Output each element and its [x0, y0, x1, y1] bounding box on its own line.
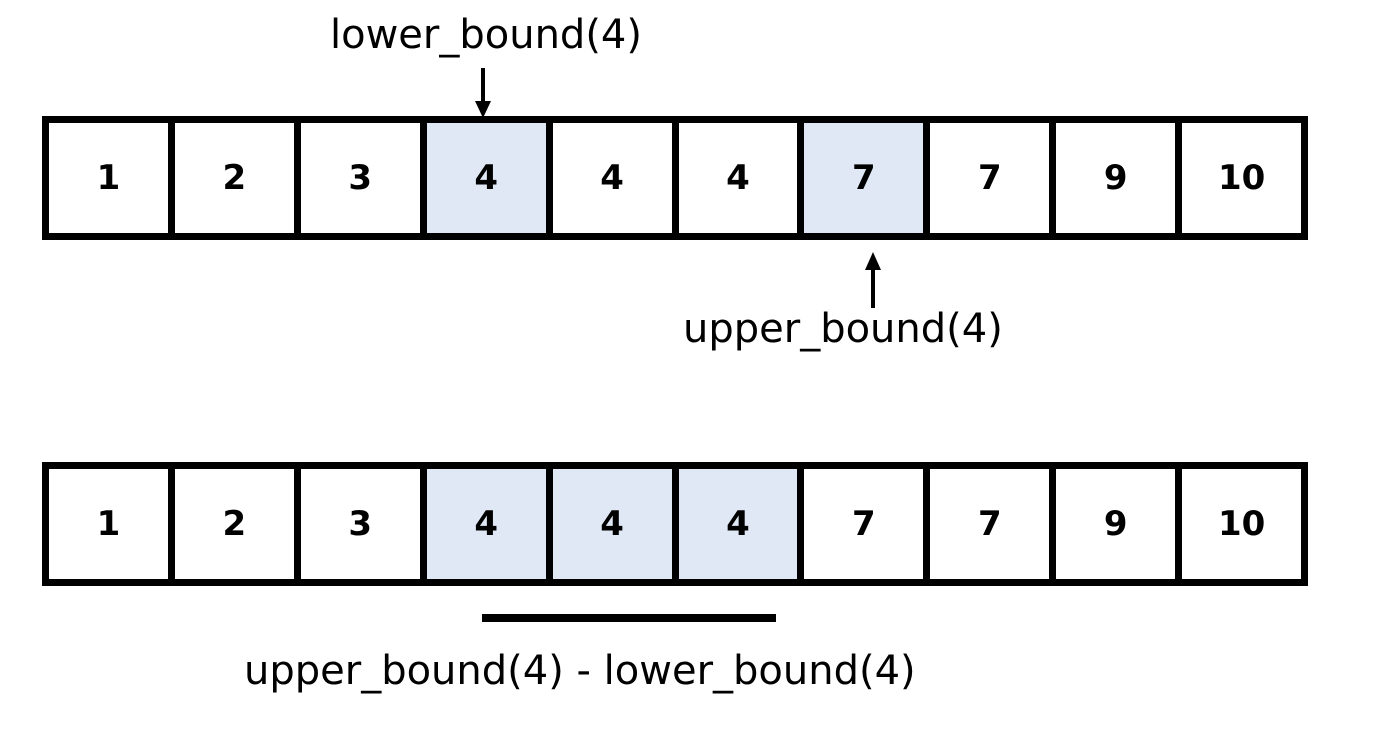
top-array: 1 2 3 4 4 4 7 7 9 10 — [42, 116, 1308, 240]
array-cell-value: 4 — [726, 158, 750, 198]
array-cell-value: 9 — [1103, 158, 1128, 198]
array-cell-value: 7 — [852, 504, 876, 544]
range-label: upper_bound(4) - lower_bound(4) — [244, 648, 916, 694]
array-cell-value: 10 — [1217, 158, 1266, 198]
range-underline — [482, 614, 776, 622]
array-cell: 4 — [426, 123, 553, 233]
array-cell-value: 7 — [977, 158, 1002, 198]
lower-bound-arrow-down-icon — [468, 68, 498, 120]
array-cell: 3 — [300, 469, 427, 579]
array-cell: 2 — [174, 469, 301, 579]
array-cell: 9 — [1056, 469, 1183, 579]
array-cell-value: 2 — [222, 504, 247, 544]
array-cell-value: 2 — [222, 158, 247, 198]
array-cell: 4 — [552, 123, 679, 233]
array-cell-value: 4 — [474, 158, 498, 198]
array-cell: 7 — [930, 123, 1057, 233]
upper-bound-label: upper_bound(4) — [683, 306, 1003, 352]
array-cell: 1 — [49, 123, 175, 233]
array-cell: 1 — [49, 469, 175, 579]
lower-bound-label: lower_bound(4) — [330, 12, 642, 58]
array-cell: 4 — [678, 469, 805, 579]
array-cell: 4 — [552, 469, 679, 579]
array-cell: 7 — [930, 469, 1057, 579]
array-cell-value: 7 — [852, 158, 876, 198]
array-cell: 10 — [1182, 469, 1302, 579]
array-cell: 10 — [1182, 123, 1302, 233]
array-cell-value: 10 — [1217, 504, 1266, 544]
array-cell-value: 1 — [96, 158, 121, 198]
array-cell-value: 3 — [348, 504, 373, 544]
array-cell-value: 4 — [600, 158, 624, 198]
array-cell: 4 — [678, 123, 805, 233]
array-cell-value: 3 — [348, 158, 373, 198]
upper-bound-arrow-up-icon — [858, 250, 888, 308]
array-cell-value: 4 — [726, 504, 750, 544]
array-cell-value: 9 — [1103, 504, 1128, 544]
array-cell: 4 — [426, 469, 553, 579]
array-cell: 2 — [174, 123, 301, 233]
array-cell-value: 4 — [474, 504, 498, 544]
array-cell: 9 — [1056, 123, 1183, 233]
array-cell: 7 — [804, 123, 931, 233]
bottom-array: 1 2 3 4 4 4 7 7 9 10 — [42, 462, 1308, 586]
array-cell-value: 1 — [96, 504, 121, 544]
array-cell: 3 — [300, 123, 427, 233]
array-cell-value: 7 — [977, 504, 1002, 544]
array-cell-value: 4 — [600, 504, 624, 544]
array-cell: 7 — [804, 469, 931, 579]
